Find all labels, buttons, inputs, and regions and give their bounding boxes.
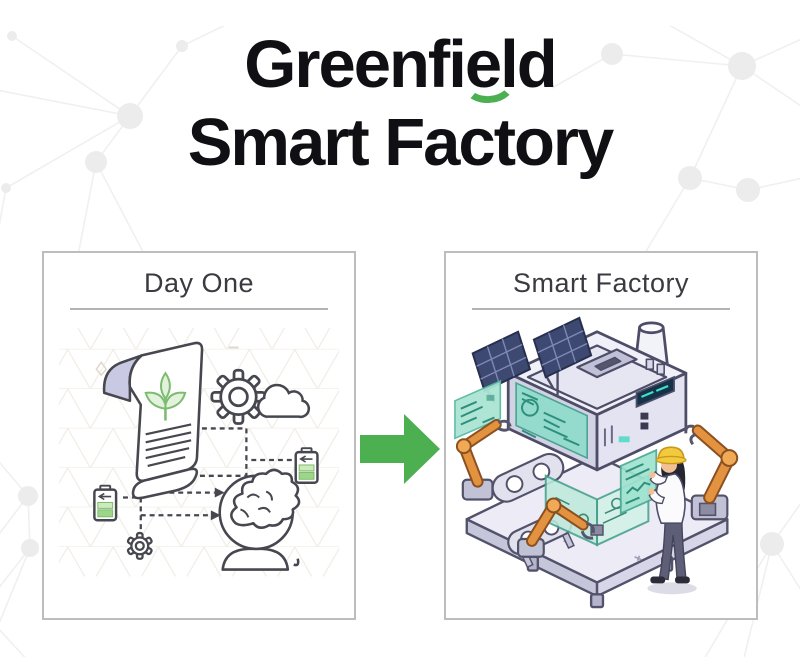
infographic-page: Greenfield Smart Factory Day One (0, 26, 800, 657)
panel-day-one: Day One (42, 251, 356, 621)
transition-arrow (358, 409, 442, 494)
title-line1-pre: Greenfi (244, 27, 467, 102)
engineer-with-hard-hat (619, 446, 697, 595)
flow-arrowheads (210, 488, 225, 521)
panel-smart-factory-underline (472, 308, 730, 311)
battery-charging-icon-right (294, 447, 319, 485)
panel-smart-factory: Smart Factory (444, 251, 758, 621)
control-display (603, 376, 675, 447)
content: Greenfield Smart Factory Day One (0, 26, 800, 621)
battery-charging-icon-left (93, 485, 118, 522)
green-right-arrow-icon (360, 414, 440, 485)
comparison-panels: Day One (0, 251, 800, 621)
day-one-blueprint-illustration (58, 328, 340, 577)
network-pattern-background (0, 26, 800, 657)
human-head-brain-icon (218, 469, 301, 572)
deco-diamond (95, 361, 108, 377)
robotic-arm-right (684, 424, 739, 521)
title-line-1: Greenfield (0, 26, 800, 104)
smart-factory-isometric-illustration (454, 316, 739, 609)
panel-day-one-underline (70, 308, 328, 311)
holographic-dashboard (515, 382, 588, 460)
panel-day-one-title: Day One (143, 268, 255, 299)
page-title: Greenfield Smart Factory (0, 26, 800, 181)
robotic-arm-left (455, 419, 512, 502)
green-accent-letter: e (464, 27, 502, 102)
panel-smart-factory-title: Smart Factory (512, 268, 690, 299)
title-line-2: Smart Factory (187, 104, 615, 180)
cloud-icon (256, 384, 311, 419)
gear-icon (210, 369, 267, 426)
plant-sprout-icon (144, 371, 187, 421)
small-gear-icon (126, 532, 153, 561)
robotic-arm-front (517, 497, 595, 559)
floating-data-card (454, 380, 502, 440)
document-text-lines (145, 423, 192, 468)
